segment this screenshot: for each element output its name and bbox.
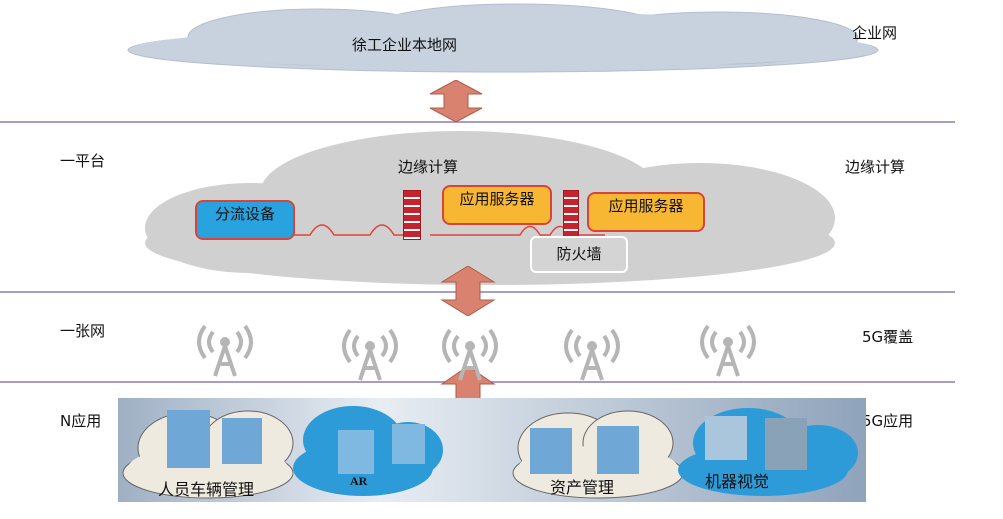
platform-label: 一平台 <box>60 152 106 170</box>
splitter-device: 分流设备 <box>195 200 295 240</box>
video-monitor-icon <box>705 416 747 460</box>
app-server-1: 应用服务器 <box>442 185 552 225</box>
factory-icon <box>392 424 425 464</box>
double-arrow-icon <box>429 80 483 122</box>
5g-antenna-icon <box>564 328 620 382</box>
5g-antenna-icon <box>342 328 398 382</box>
enterprise-cloud <box>127 3 879 73</box>
network-label: 一张网 <box>60 322 106 340</box>
5g-antenna-icon <box>700 324 756 378</box>
network-nodes-icon <box>530 428 572 474</box>
5g-antenna-icon <box>442 328 498 382</box>
gauge-icon <box>597 426 639 474</box>
location-pin-icon <box>222 418 262 464</box>
app-server-2: 应用服务器 <box>587 192 705 232</box>
divider <box>0 121 955 123</box>
app-label-machine-vision: 机器视觉 <box>705 472 770 491</box>
5g-apps-label: 5G应用 <box>862 412 914 430</box>
double-arrow-icon <box>440 266 496 316</box>
edge-computing-right-label: 边缘计算 <box>845 158 906 176</box>
enterprise-cloud-label: 徐工企业本地网 <box>352 36 458 54</box>
firewall-label: 防火墙 <box>530 236 628 273</box>
app-label-ar: AR <box>350 474 368 488</box>
apps-label: N应用 <box>60 412 102 430</box>
5g-antenna-icon <box>197 324 253 378</box>
edge-cloud-label: 边缘计算 <box>398 158 459 176</box>
traffic-light-icon <box>765 418 807 470</box>
5g-coverage-label: 5G覆盖 <box>862 328 914 346</box>
car-icon <box>167 410 210 468</box>
vr-headset-icon <box>338 430 374 474</box>
enterprise-network-label: 企业网 <box>852 24 898 42</box>
firewall-icon <box>563 190 579 238</box>
app-label-personnel-vehicle: 人员车辆管理 <box>158 480 255 499</box>
firewall-icon <box>403 190 421 240</box>
app-label-asset-management: 资产管理 <box>550 478 615 497</box>
